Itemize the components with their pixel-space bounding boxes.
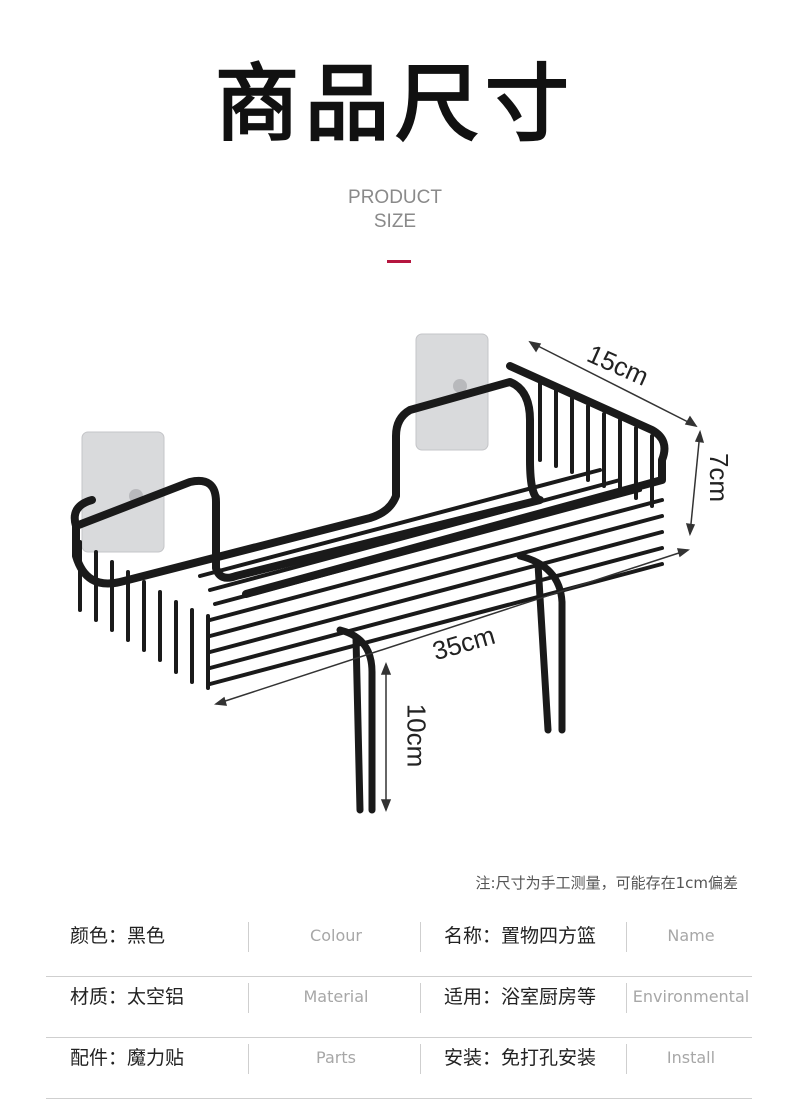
divider xyxy=(626,1044,627,1074)
dimension-height: 7cm xyxy=(704,452,735,503)
divider xyxy=(420,922,421,952)
spec-label: 材质：太空铝 xyxy=(70,986,185,1008)
page-title: 商品尺寸 xyxy=(214,55,575,153)
spec-row: 配件：魔力贴 Parts 安装：免打孔安装 Install xyxy=(46,1038,752,1099)
spec-row: 颜色：黑色 Colour 名称：置物四方篮 Name xyxy=(46,916,752,977)
divider xyxy=(248,983,249,1013)
measurement-note: 注:尺寸为手工测量，可能存在1cm偏差 xyxy=(475,874,738,892)
spec-en-label: Material xyxy=(303,987,369,1006)
wire-basket xyxy=(70,362,669,814)
spec-en-label: Parts xyxy=(316,1048,356,1067)
divider xyxy=(420,983,421,1013)
subtitle-line-1: PRODUCT xyxy=(348,187,442,208)
spec-label: 适用：浴室厨房等 xyxy=(444,986,597,1008)
spec-table: 颜色：黑色 Colour 名称：置物四方篮 Name 材质：太空铝 Materi… xyxy=(46,916,752,1099)
divider xyxy=(248,1044,249,1074)
spec-row: 材质：太空铝 Material 适用：浴室厨房等 Environmental xyxy=(46,977,752,1038)
divider xyxy=(626,922,627,952)
spec-label: 安装：免打孔安装 xyxy=(444,1047,597,1069)
spec-en-label: Name xyxy=(667,926,715,945)
divider xyxy=(248,922,249,952)
dimension-leg: 10cm xyxy=(401,703,432,768)
pad-hook-right xyxy=(453,379,467,393)
spec-en-label: Install xyxy=(666,1048,716,1067)
accent-bar xyxy=(387,260,411,263)
adhesive-pad-left xyxy=(81,431,165,553)
dimension-lines xyxy=(214,340,705,813)
divider xyxy=(626,983,627,1013)
spec-label: 名称：置物四方篮 xyxy=(444,925,597,947)
page-subtitle: PRODUCT SIZE xyxy=(0,186,790,234)
spec-en-label: Environmental xyxy=(632,987,750,1006)
spec-en-label: Colour xyxy=(310,926,362,945)
divider xyxy=(420,1044,421,1074)
subtitle-line-2: SIZE xyxy=(373,211,417,232)
spec-label: 配件：魔力贴 xyxy=(70,1047,185,1069)
product-illustration xyxy=(70,333,705,814)
spec-label: 颜色：黑色 xyxy=(70,925,166,947)
